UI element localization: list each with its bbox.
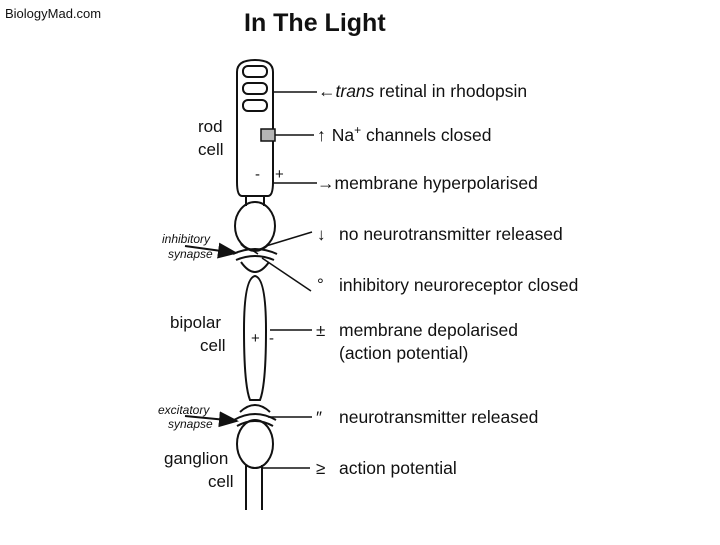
leader-lines: [261, 91, 317, 469]
rod-cell: [234, 58, 276, 252]
svg-text:excitatory: excitatory: [158, 403, 210, 417]
leader-neuroreceptor: [261, 257, 312, 292]
svg-text:bipolar: bipolar: [170, 313, 221, 332]
svg-text:″: ″: [316, 408, 322, 427]
ganglion-cell: [236, 419, 274, 510]
annotation-retinal: ←trans retinal in rhodopsin: [318, 81, 527, 101]
svg-text:→membrane hyperpolarised: →membrane hyperpolarised: [317, 173, 538, 193]
svg-text:≥: ≥: [316, 459, 325, 478]
svg-text:↓: ↓: [317, 225, 326, 244]
label-bipolar-cell: bipolar cell: [170, 313, 226, 355]
ganglion-body: [236, 419, 274, 469]
svg-text:action potential: action potential: [339, 458, 457, 478]
annotation-neuroreceptor: ° inhibitory neuroreceptor closed: [317, 275, 578, 295]
rod-outer-segment: [236, 58, 274, 197]
rod-disc: [242, 99, 268, 112]
charge-minus: -: [255, 166, 260, 183]
rod-disc: [242, 65, 268, 78]
charge-minus: -: [269, 330, 274, 347]
charge-plus: +: [251, 330, 260, 347]
rod-disc: [242, 82, 268, 95]
svg-text:inhibitory: inhibitory: [162, 232, 211, 246]
rod-body: [234, 201, 276, 251]
annotation-depolarised: ± membrane depolarised (action potential…: [316, 320, 518, 363]
annotation-membrane: →membrane hyperpolarised: [317, 173, 538, 193]
bipolar-terminal: [239, 404, 271, 413]
bipolar-cell: [239, 261, 271, 413]
svg-text:synapse: synapse: [168, 247, 213, 261]
svg-text:(action potential): (action potential): [339, 343, 468, 363]
svg-text:rod: rod: [198, 117, 223, 136]
annotation-sodium: ↑Na+ channels closed: [317, 123, 492, 145]
leader-neurotransmitter: [265, 231, 313, 247]
svg-text:cell: cell: [200, 336, 226, 355]
inhibitory-pointer: [184, 242, 238, 259]
label-excitatory-synapse: excitatory synapse: [158, 403, 213, 431]
annotation-released: ″ neurotransmitter released: [316, 407, 538, 427]
annotation-neurotransmitter: ↓ no neurotransmitter released: [317, 224, 563, 244]
svg-text:cell: cell: [208, 472, 234, 491]
svg-text:neurotransmitter released: neurotransmitter released: [339, 407, 538, 427]
label-inhibitory-synapse: inhibitory synapse: [162, 232, 213, 261]
svg-text:synapse: synapse: [168, 417, 213, 431]
annotation-action-potential: ≥ action potential: [316, 458, 457, 478]
svg-text:↑Na+ channels closed: ↑Na+ channels closed: [317, 123, 492, 145]
site-label: BiologyMad.com: [5, 6, 101, 21]
bipolar-body: [242, 274, 268, 401]
svg-text:inhibitory neuroreceptor close: inhibitory neuroreceptor closed: [339, 275, 578, 295]
label-rod-cell: rod cell: [198, 117, 224, 159]
bipolar-dendrite: [240, 261, 270, 273]
svg-text:±: ±: [316, 321, 325, 340]
svg-text:cell: cell: [198, 140, 224, 159]
ganglion-axon: [245, 465, 263, 510]
svg-text:←trans retinal in rhodopsin: ←trans retinal in rhodopsin: [318, 81, 527, 101]
svg-text:°: °: [317, 275, 324, 294]
svg-text:membrane depolarised: membrane depolarised: [339, 320, 518, 340]
excitatory-pointer: [184, 411, 239, 428]
page-title: In The Light: [244, 9, 386, 37]
label-ganglion-cell: ganglion cell: [164, 449, 234, 491]
svg-text:ganglion: ganglion: [164, 449, 228, 468]
sodium-channel: [260, 128, 276, 142]
charge-plus: +: [275, 166, 284, 183]
svg-text:no neurotransmitter released: no neurotransmitter released: [339, 224, 563, 244]
